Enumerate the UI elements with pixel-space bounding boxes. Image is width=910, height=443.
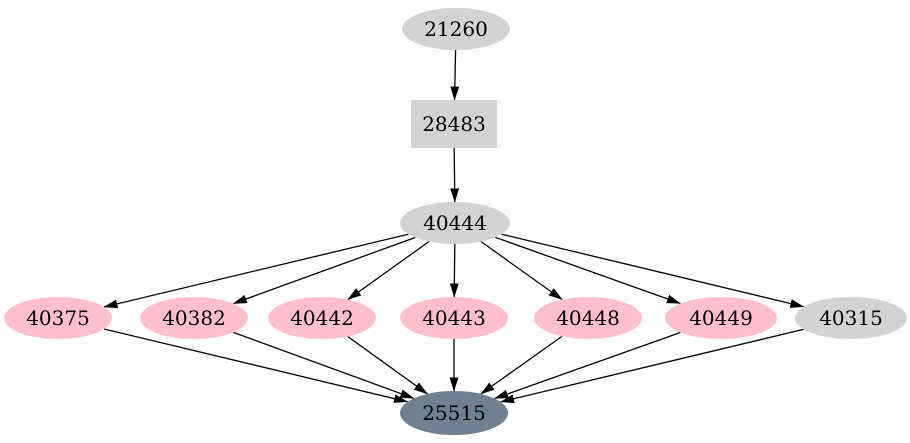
node-label-40382: 40382 [162,306,226,330]
edge-40444-40443 [449,243,459,298]
edge-40444-40315 [501,233,805,308]
edge-40375-25515 [103,328,408,403]
node-shape-25515 [400,391,508,435]
node-21260: 21260 [402,8,510,50]
node-label-40449: 40449 [689,306,753,330]
edge-40442-25515 [347,335,428,395]
node-40448: 40448 [534,297,642,339]
node-shape-28483 [411,100,497,148]
node-shape-40315 [795,297,907,339]
node-shape-40448 [534,297,642,339]
node-label-40315: 40315 [819,306,883,330]
node-40382: 40382 [140,297,248,339]
node-label-40375: 40375 [26,306,90,330]
node-label-40442: 40442 [290,306,354,330]
node-label-40443: 40443 [422,306,486,330]
edge-40444-40448 [480,240,563,301]
edge-40382-25515 [233,331,415,399]
edge-40444-40449 [494,236,681,305]
node-shape-40442 [268,297,376,339]
node-label-40444: 40444 [423,211,487,235]
node-40449: 40449 [665,297,777,339]
edge-28483-40444 [450,147,460,203]
node-40375: 40375 [4,297,112,339]
edge-40444-40442 [347,240,430,301]
edge-21260-28483 [450,49,460,101]
node-shape-40444 [400,202,510,244]
edges-layer [103,49,805,404]
node-label-21260: 21260 [424,17,488,41]
node-shape-40382 [140,297,248,339]
edge-40315-25515 [500,328,804,404]
node-40443: 40443 [400,297,508,339]
node-label-40448: 40448 [556,306,620,330]
edge-40448-25515 [480,335,563,395]
node-40315: 40315 [795,297,907,339]
edge-40444-40382 [232,236,416,305]
node-40442: 40442 [268,297,376,339]
node-40444: 40444 [400,202,510,244]
node-25515: 25515 [400,391,508,435]
nodes-layer: 21260 28483 40444 40375 40382 40442 40443 40448… [4,8,907,435]
node-label-28483: 28483 [422,112,486,136]
node-shape-40443 [400,297,508,339]
edge-40449-25515 [494,331,681,400]
node-label-25515: 25515 [422,401,486,425]
edge-40444-40375 [103,233,409,309]
node-shape-40449 [665,297,777,339]
node-shape-21260 [402,8,510,50]
node-shape-40375 [4,297,112,339]
node-28483: 28483 [411,100,497,148]
